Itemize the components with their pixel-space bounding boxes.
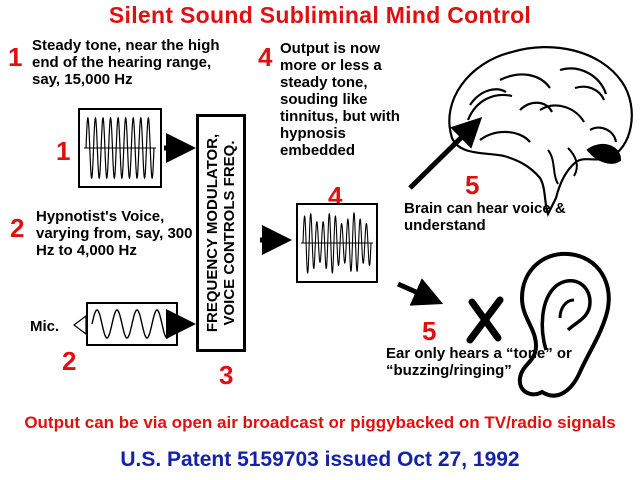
step4-number-top: 4 <box>258 42 273 72</box>
step4-text: Output is now more or less a steady tone… <box>280 40 400 159</box>
page-title: Silent Sound Subliminal Mind Control <box>108 2 532 28</box>
step1-text: Steady tone, near the high end of the he… <box>32 37 220 88</box>
output-waveform <box>301 211 373 275</box>
frequency-modulator-box: FREQUENCY MODULATOR, VOICE CONTROLS FREQ… <box>196 114 246 352</box>
brain-illustration-icon <box>448 46 633 217</box>
arrow-to-ear <box>396 278 444 306</box>
voice-waveform-box <box>86 302 178 346</box>
step3-number: 3 <box>219 360 234 390</box>
step4-number-box: 4 <box>328 181 343 211</box>
arrow-to-brain <box>408 116 483 190</box>
step2-number-box: 2 <box>62 346 77 376</box>
patent-note: U.S. Patent 5159703 issued Oct 27, 1992 <box>120 448 520 471</box>
output-waveform-box <box>296 203 378 283</box>
broadcast-note: Output can be via open air broadcast or … <box>24 413 616 432</box>
step2-text: Hypnotist's Voice, varying from, say, 30… <box>36 208 193 259</box>
voice-waveform <box>91 309 173 339</box>
step5-ear-text: Ear only hears a “tone” or “buzzing/ring… <box>386 345 572 379</box>
step1-number-top: 1 <box>8 42 23 72</box>
mic-label: Mic. <box>30 318 60 335</box>
x-mark-icon <box>466 296 504 344</box>
step2-number-top: 2 <box>10 213 25 243</box>
step5-number-brain: 5 <box>465 170 480 200</box>
step1-number-box: 1 <box>56 136 71 166</box>
tone-waveform <box>84 116 156 180</box>
tone-waveform-box <box>78 108 162 188</box>
ear-illustration-icon <box>517 251 611 398</box>
step5-number-ear: 5 <box>422 316 437 346</box>
step5-brain-text: Brain can hear voice & understand <box>404 200 566 234</box>
